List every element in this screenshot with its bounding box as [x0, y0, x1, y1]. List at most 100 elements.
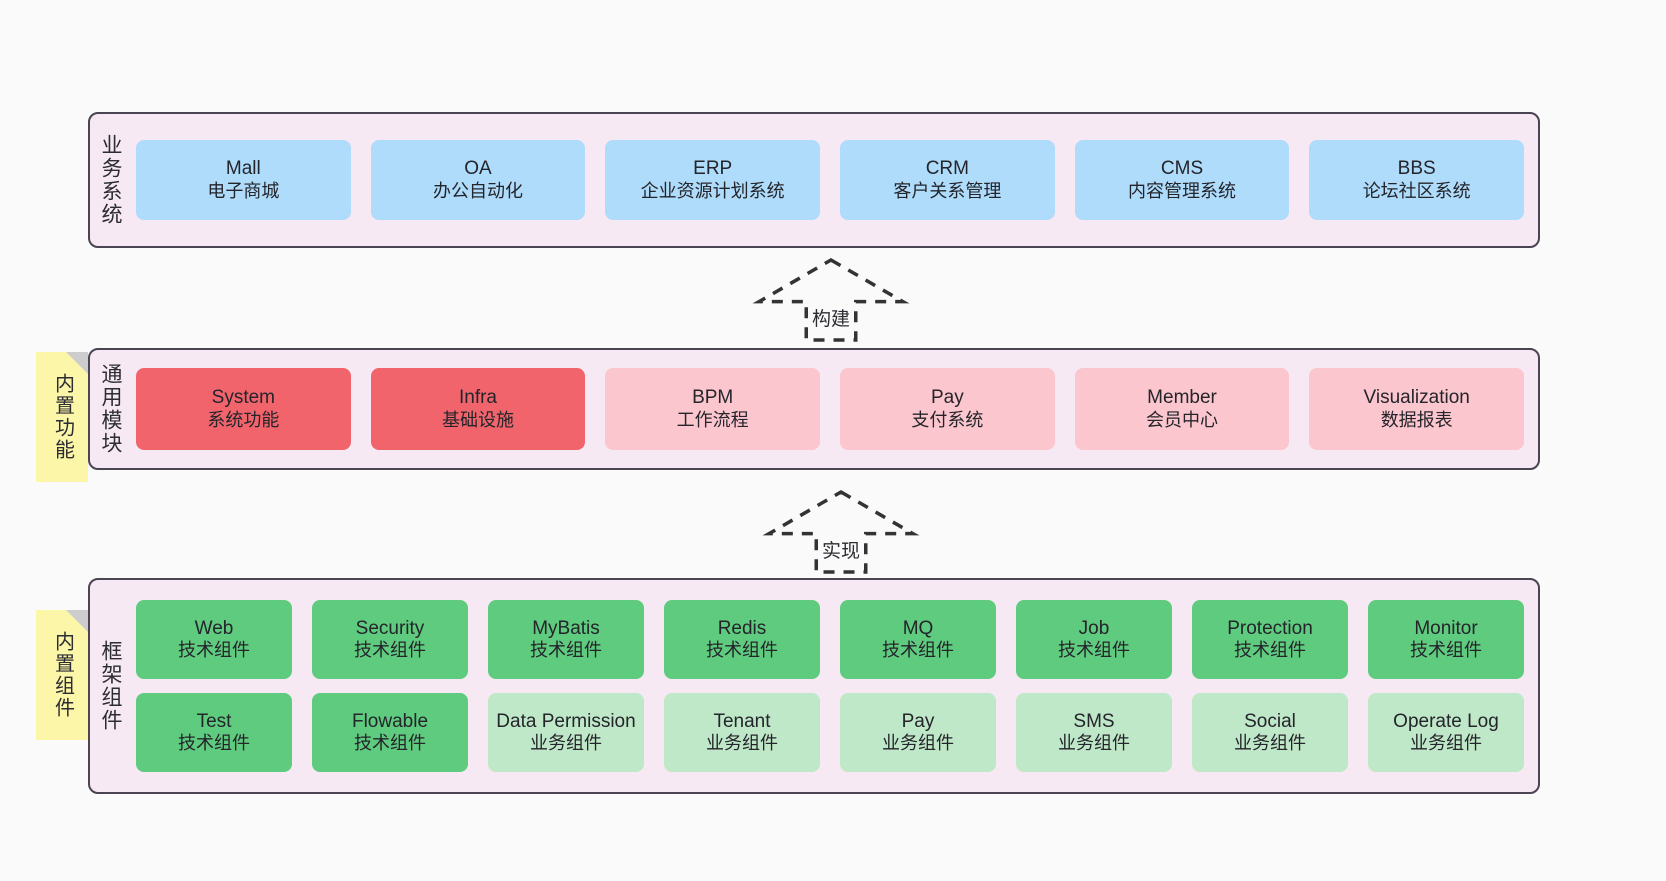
card-subtitle: 办公自动化 — [433, 180, 523, 201]
connector-arrow-1: 构建 — [752, 257, 910, 342]
card-subtitle: 技术组件 — [354, 733, 426, 754]
card-subtitle: 内容管理系统 — [1128, 180, 1237, 201]
card-subtitle: 客户关系管理 — [893, 180, 1002, 201]
card-title: Pay — [930, 387, 964, 409]
connector-arrow-2: 实现 — [762, 489, 920, 574]
sticky-note-3: 内置组件 — [36, 610, 88, 740]
card-title: Test — [196, 710, 232, 732]
card-subtitle: 业务组件 — [530, 733, 602, 754]
card-subtitle: 技术组件 — [530, 640, 602, 661]
card-subtitle: 业务组件 — [1058, 733, 1130, 754]
card-subtitle: 支付系统 — [911, 409, 984, 430]
card-subtitle: 技术组件 — [178, 733, 250, 754]
card-title: Web — [194, 617, 234, 639]
card-subtitle: 工作流程 — [676, 409, 749, 430]
card-subtitle: 技术组件 — [1410, 640, 1482, 661]
card-subtitle: 业务组件 — [706, 733, 778, 754]
card-subtitle: 电子商城 — [207, 180, 280, 201]
card-subtitle: 技术组件 — [882, 640, 954, 661]
card-title: Monitor — [1414, 617, 1478, 639]
card-subtitle: 技术组件 — [178, 640, 250, 661]
card-title: CRM — [925, 158, 969, 180]
card-title: Data Permission — [496, 710, 636, 732]
card-subtitle: 业务组件 — [1410, 733, 1482, 754]
folded-corner-icon — [66, 352, 88, 374]
card-subtitle: 企业资源计划系统 — [640, 180, 785, 201]
connector-label: 实现 — [821, 540, 860, 562]
card-title: CMS — [1160, 158, 1204, 180]
card-subtitle: 会员中心 — [1146, 409, 1219, 430]
layer-title: 通用模块 — [99, 363, 123, 455]
card-title: Infra — [458, 387, 498, 409]
card-title: Visualization — [1363, 387, 1470, 409]
card-subtitle: 业务组件 — [1234, 733, 1306, 754]
connector-label: 构建 — [811, 308, 850, 330]
card-title: BBS — [1397, 158, 1436, 180]
card-subtitle: 基础设施 — [442, 409, 514, 430]
layer-title: 框架组件 — [99, 640, 123, 732]
card-title: Job — [1078, 617, 1110, 639]
card-title: Mall — [225, 158, 261, 180]
card-subtitle: 技术组件 — [354, 640, 426, 661]
card-subtitle: 业务组件 — [882, 733, 954, 754]
card-title: Tenant — [713, 710, 771, 732]
sticky-note-2: 内置功能 — [36, 352, 88, 482]
card-title: System — [211, 387, 276, 409]
card-title: BPM — [692, 387, 734, 409]
sticky-note-label: 内置功能 — [51, 373, 74, 461]
card-subtitle: 系统功能 — [207, 409, 280, 430]
folded-corner-icon — [66, 610, 88, 632]
card-title: Redis — [717, 617, 767, 639]
card-title: ERP — [693, 158, 733, 180]
card-title: Security — [355, 617, 425, 639]
sticky-note-label: 内置组件 — [51, 631, 74, 719]
card-subtitle: 数据报表 — [1380, 409, 1453, 430]
card-title: SMS — [1073, 710, 1115, 732]
card-title: Flowable — [351, 710, 429, 732]
card-title: OA — [464, 158, 492, 180]
card-subtitle: 技术组件 — [1234, 640, 1306, 661]
card-subtitle: 技术组件 — [1058, 640, 1130, 661]
layer-title: 业务系统 — [99, 134, 123, 226]
card-title: Protection — [1227, 617, 1313, 639]
card-title: MQ — [902, 617, 934, 639]
